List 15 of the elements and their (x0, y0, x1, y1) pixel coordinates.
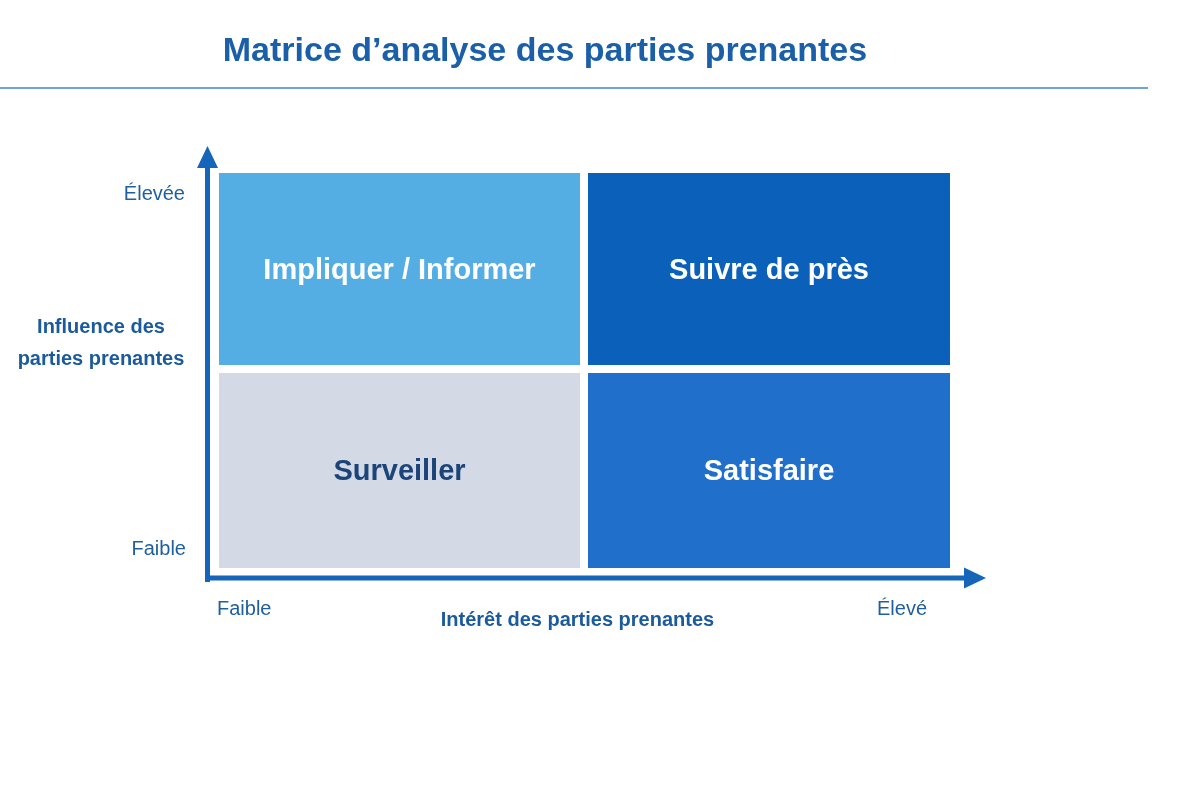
axis-tick-label: Élevée (123, 182, 185, 205)
quadrant-label: Suivre de près (669, 252, 869, 286)
axis-tick-label: Faible (131, 537, 186, 560)
quadrant-label: Impliquer / Informer (263, 252, 536, 286)
axis-tick-label: Faible (217, 597, 272, 620)
quadrant-box (588, 173, 950, 365)
quadrant-box (219, 373, 580, 568)
axis-tick-label: Élevé (877, 597, 928, 620)
axis-title: Intérêt des parties prenantes (439, 607, 716, 632)
quadrant-label: Satisfaire (703, 454, 835, 487)
quadrant-box (588, 373, 950, 568)
title-heading: Matrice d’analyse des parties prenantes (221, 30, 869, 69)
axis-title: Influence des parties prenantes (16, 314, 186, 371)
quadrant-box (219, 173, 580, 365)
quadrant-label: Surveiller (333, 454, 466, 487)
